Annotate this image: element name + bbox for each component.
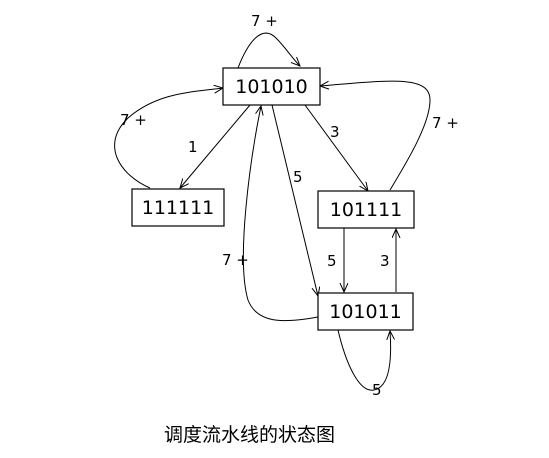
state-label-111111: 111111 — [142, 197, 215, 219]
edge-label-101011-to-101111: 3 — [380, 252, 390, 270]
state-node-111111: 111111 — [131, 188, 225, 227]
edge-101010-to-101111 — [304, 104, 368, 191]
edge-label-101111-to-101011: 5 — [327, 252, 337, 270]
edge-101111-to-101010 — [320, 80, 431, 191]
edge-101011-to-101010 — [242, 106, 319, 322]
diagram-caption: 调度流水线的状态图 — [163, 424, 335, 446]
edge-101011-self-loop — [337, 330, 391, 391]
state-node-101111: 101111 — [317, 190, 415, 229]
edge-label-101010-to-101111: 3 — [330, 123, 340, 141]
edge-label-101011-to-101010: 7 + — [222, 251, 249, 269]
edge-label-101010-self: 7 + — [251, 12, 278, 30]
edge-label-101111-to-101010: 7 + — [432, 114, 459, 132]
state-node-101010: 101010 — [222, 67, 321, 106]
edge-label-101010-to-111111: 1 — [188, 138, 198, 156]
edge-label-101011-self: 5 — [372, 381, 382, 399]
state-label-101011: 101011 — [329, 301, 402, 323]
state-label-101111: 101111 — [330, 199, 403, 221]
edge-label-111111-to-101010: 7 + — [120, 111, 147, 129]
state-label-101010: 101010 — [235, 76, 308, 98]
edge-101010-to-111111 — [180, 104, 251, 188]
state-node-101011: 101011 — [317, 292, 414, 331]
edge-101010-self-loop — [237, 32, 300, 69]
edge-label-101010-to-101011: 5 — [293, 168, 303, 186]
edge-111111-to-101010 — [114, 88, 223, 189]
edge-101010-to-101011 — [271, 104, 318, 296]
